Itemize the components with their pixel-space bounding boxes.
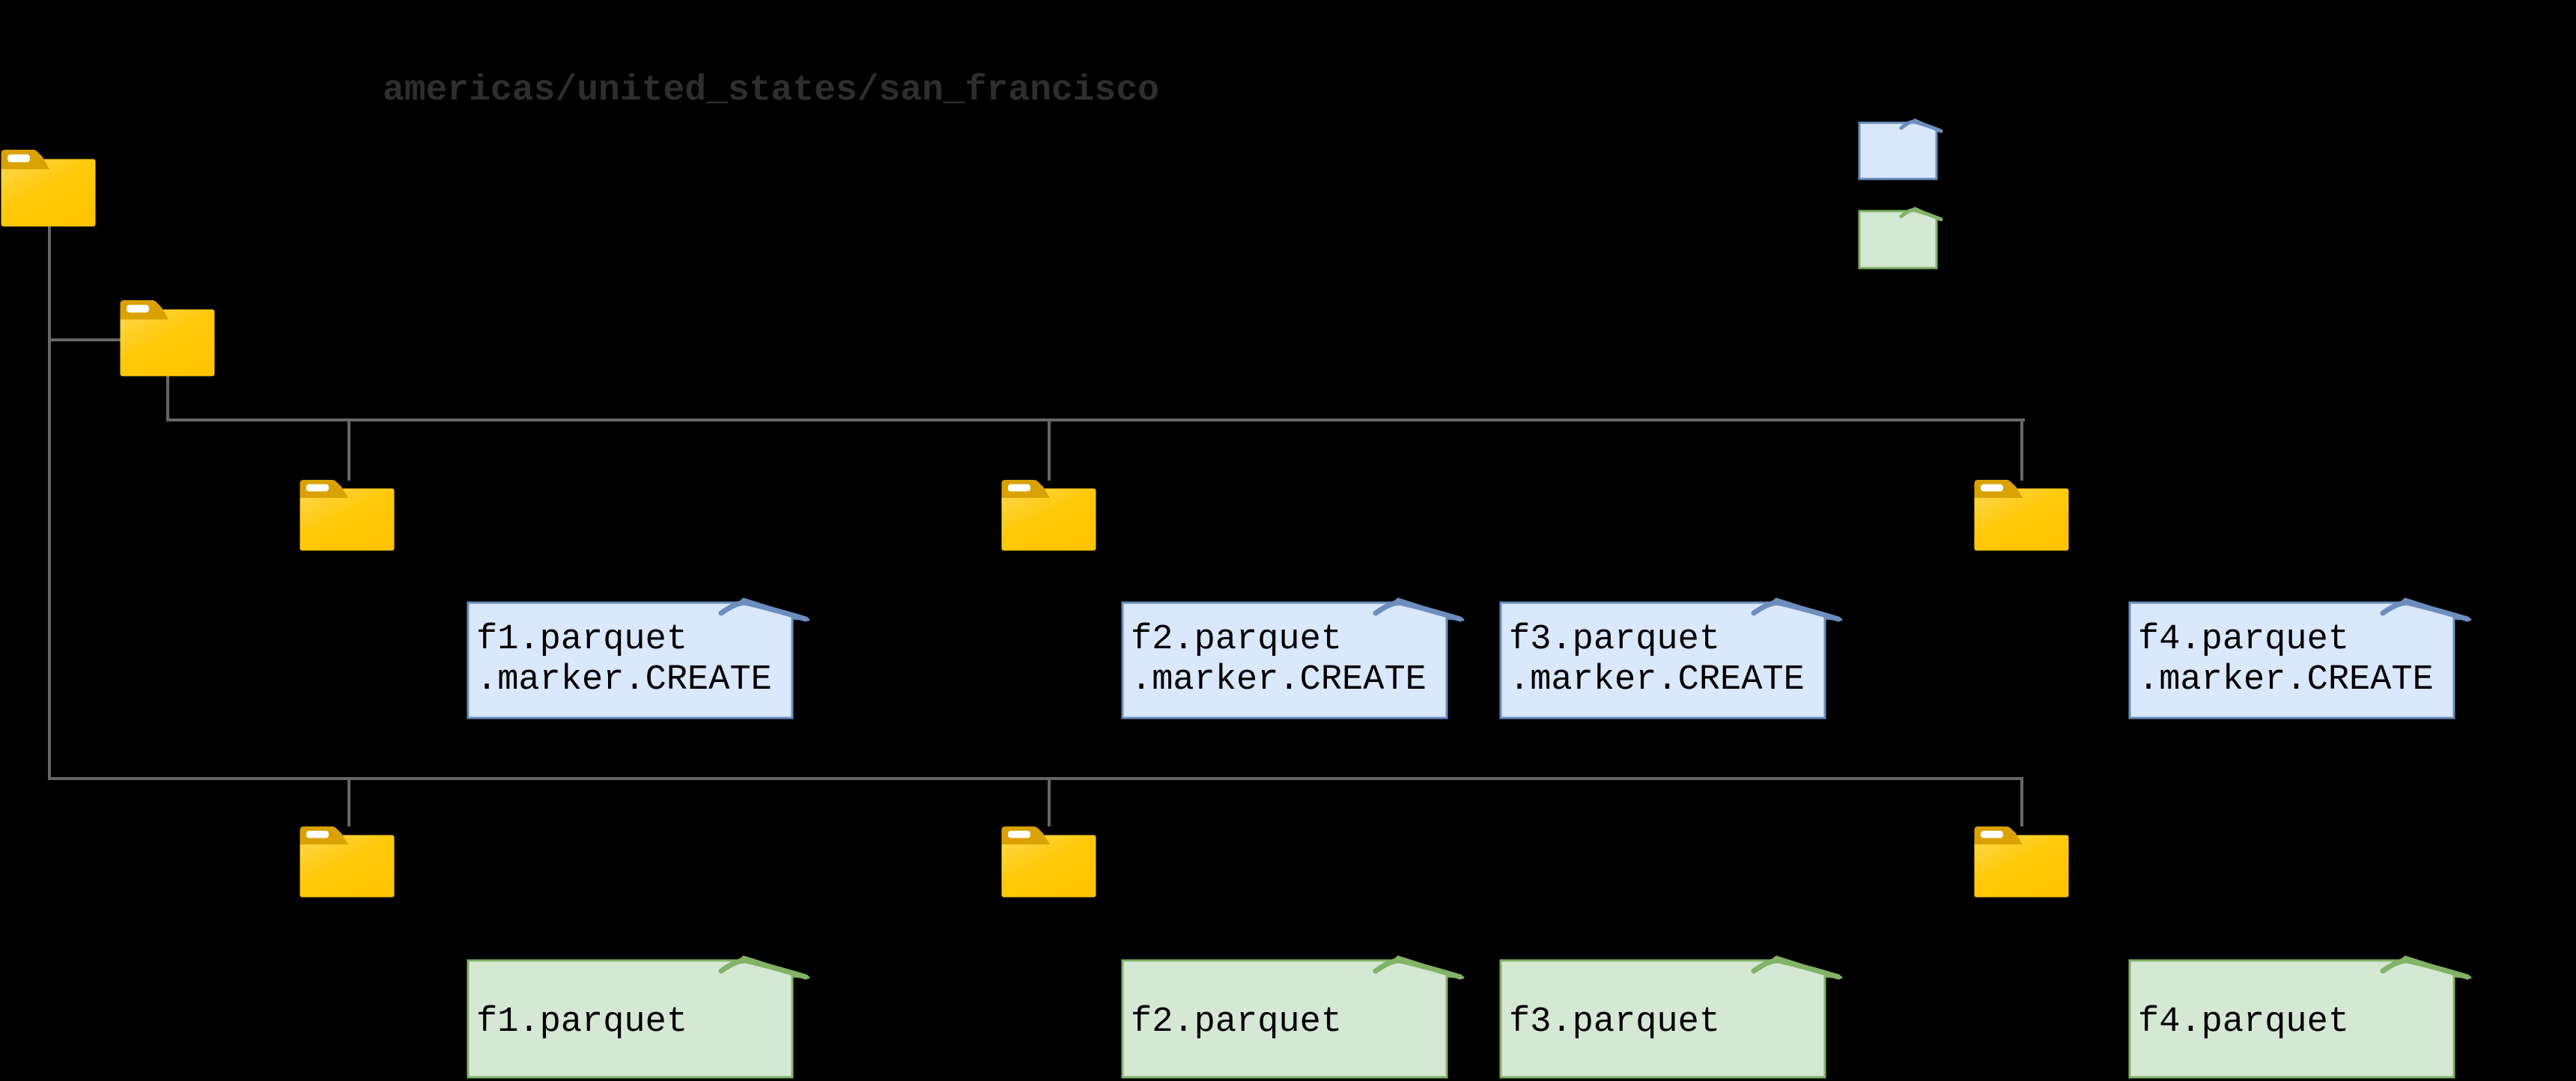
marker-file-note-2: f2.parquet.marker.CREATE [1121, 597, 1465, 719]
connector-root-to-child [48, 338, 123, 341]
marker-file-note-2-text: f2.parquet.marker.CREATE [1131, 620, 1427, 700]
connector-root-vertical [48, 225, 51, 780]
marker-file-note-1-text: f1.parquet.marker.CREATE [476, 620, 772, 700]
connector-marker-folder-3-drop [2020, 420, 2023, 481]
data-file-note-1: f1.parquet [467, 955, 810, 1079]
data-file-note-2-text: f2.parquet [1131, 1002, 1343, 1042]
connector-marker-folder-1-drop [347, 420, 350, 481]
data-file-note-4-text: f4.parquet [2138, 1002, 2350, 1042]
folder-child-icon [120, 299, 215, 377]
folder-data-1-icon [300, 826, 395, 898]
data-file-note-1-text: f1.parquet [476, 1002, 688, 1042]
folder-data-3-icon [1974, 826, 2069, 898]
connector-data-folder-1-drop [347, 779, 350, 826]
marker-file-note-3: f3.parquet.marker.CREATE [1499, 597, 1843, 719]
connector-data-folder-3-drop [2020, 779, 2023, 826]
data-file-note-3-text: f3.parquet [1509, 1002, 1721, 1042]
legend-marker-file-swatch [1858, 118, 1943, 180]
legend-data-file-swatch [1858, 207, 1943, 270]
marker-file-note-1: f1.parquet.marker.CREATE [467, 597, 810, 719]
connector-marker-row-branch [166, 418, 2025, 421]
folder-data-2-icon [1001, 826, 1096, 898]
connector-marker-folder-2-drop [1048, 420, 1051, 481]
connector-data-row-branch [48, 777, 2023, 780]
data-file-note-3: f3.parquet [1499, 955, 1843, 1079]
folder-marker-2-icon [1001, 479, 1096, 551]
path-label: americas/united_states/san_francisco [383, 70, 1159, 111]
marker-file-note-3-text: f3.parquet.marker.CREATE [1509, 620, 1805, 700]
folder-marker-3-icon [1974, 479, 2069, 551]
folder-root-icon [1, 149, 96, 227]
data-file-note-2: f2.parquet [1121, 955, 1465, 1079]
connector-data-folder-2-drop [1048, 779, 1051, 826]
connector-child-drop [166, 375, 169, 421]
marker-file-note-4: f4.parquet.marker.CREATE [2128, 597, 2472, 719]
data-file-note-4: f4.parquet [2128, 955, 2472, 1079]
folder-marker-1-icon [300, 479, 395, 551]
marker-file-note-4-text: f4.parquet.marker.CREATE [2138, 620, 2434, 700]
